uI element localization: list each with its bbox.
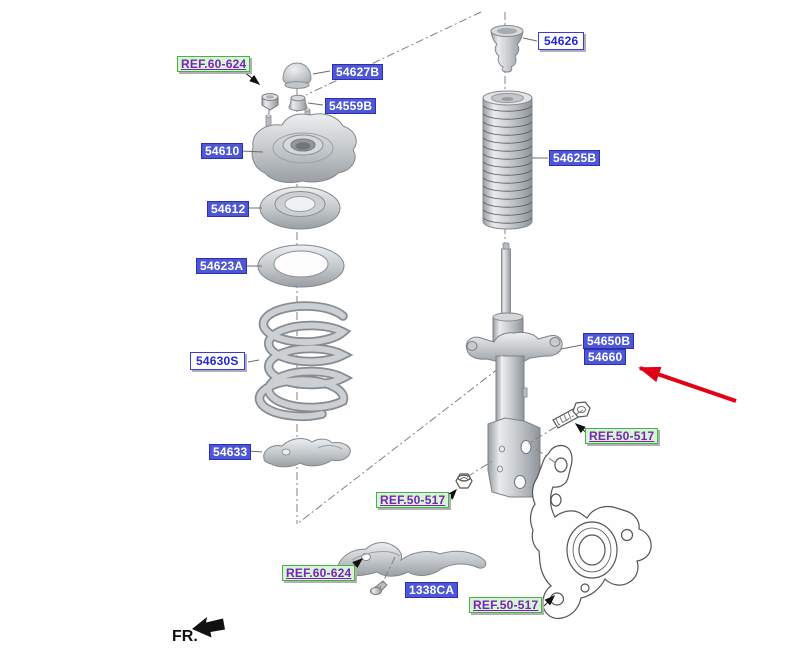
part-label-54633[interactable]: 54633 [209,444,252,460]
part-drawing-flange-nut[interactable] [455,473,473,489]
part-drawing-54559b-bushing[interactable] [288,94,308,112]
part-drawing-54626-bump-stopper[interactable] [490,25,524,73]
part-label-54623a[interactable]: 54623A [196,258,248,274]
part-label-1338ca[interactable]: 1338CA [405,582,459,598]
part-label-54625b[interactable]: 54625B [549,150,601,166]
ref-label-50-517-bottom[interactable]: REF.50-517 [469,597,543,613]
part-drawing-54630s-coil-spring[interactable] [254,301,354,422]
front-direction-label: FR. [172,628,198,645]
part-drawing-lower-arm-bracket[interactable] [336,541,487,577]
highlight-arrow [638,366,737,403]
ref-label-50-517-right[interactable]: REF.50-517 [585,428,659,444]
front-direction-arrow-icon [192,617,225,638]
ref-label-60-624-top[interactable]: REF.60-624 [177,56,251,72]
part-drawing-pinch-bolt[interactable] [552,401,591,429]
part-label-54612[interactable]: 54612 [207,201,250,217]
part-label-54626[interactable]: 54626 [538,32,585,50]
ref-label-50-517-left[interactable]: REF.50-517 [376,492,450,508]
part-label-54650b[interactable]: 54650B [583,333,635,349]
part-label-54660[interactable]: 54660 [584,349,627,365]
ref-label-60-624-bottom[interactable]: REF.60-624 [282,565,356,581]
part-label-54610[interactable]: 54610 [201,143,244,159]
part-drawing-54625b-dust-cover[interactable] [482,90,533,230]
part-label-54627b[interactable]: 54627B [332,64,384,80]
fastener-centerlines [379,409,584,589]
part-drawing-54627b-cap[interactable] [282,62,312,89]
part-drawing-54623a-spring-seat[interactable] [257,244,345,288]
part-drawing-knuckle[interactable] [529,444,652,620]
part-drawing-54650b-strut[interactable] [465,242,563,498]
part-label-54559b[interactable]: 54559B [325,98,377,114]
part-label-54630s[interactable]: 54630S [190,352,245,370]
part-drawing-54610-strut-mount[interactable] [251,108,357,184]
part-drawing-1338ca-bolt[interactable] [370,580,388,595]
part-drawing-mount-nut[interactable] [261,93,279,111]
part-drawing-54612-bearing[interactable] [259,186,341,230]
part-drawing-54633-spring-pad[interactable] [263,438,351,468]
